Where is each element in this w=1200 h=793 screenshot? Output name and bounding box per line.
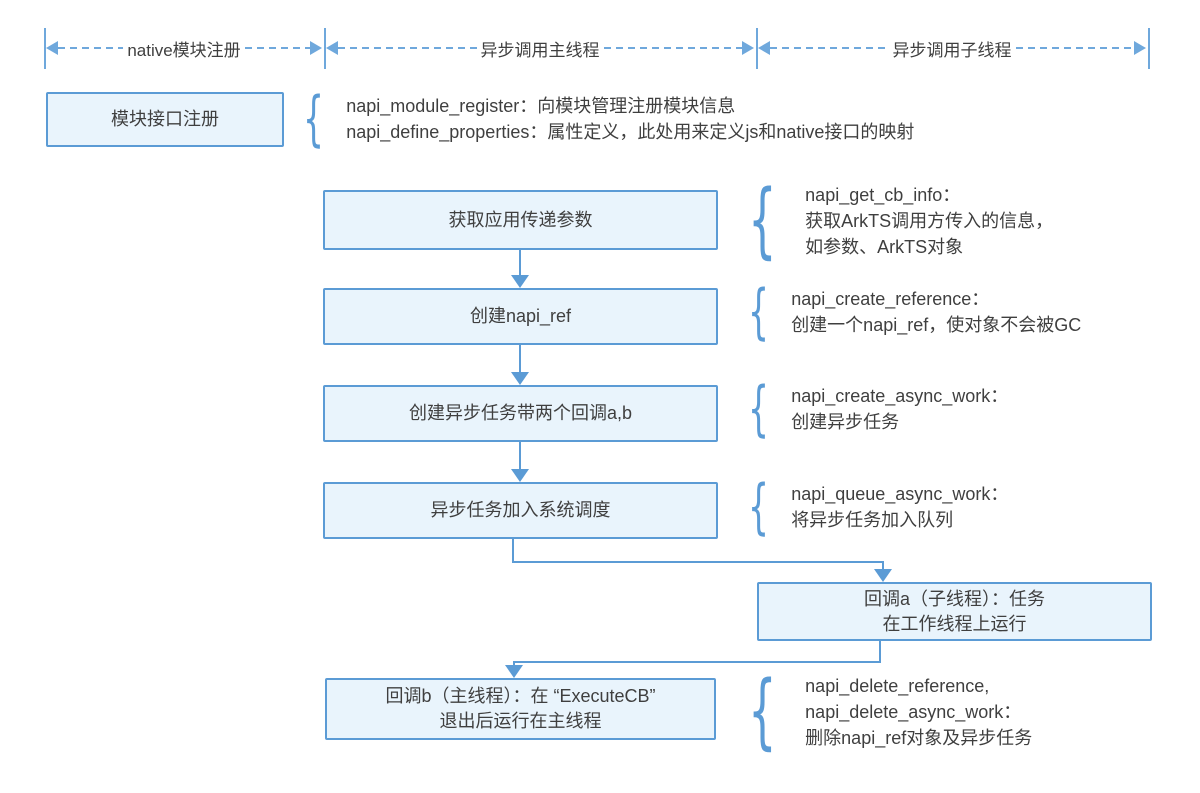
lane-divider [756, 28, 758, 69]
brace-icon: { [748, 374, 770, 444]
box-callback-b-line1: 回调b（主线程）：在 “ExecuteCB” [385, 686, 656, 706]
arrow-down-icon [511, 275, 529, 288]
connector-segment [512, 539, 514, 563]
brace-icon: { [303, 84, 325, 154]
annotation-line: napi_module_register：向模块管理注册模块信息 [346, 96, 736, 116]
flow-arrow-down [511, 250, 529, 288]
annotation-get-cb-info: { napi_get_cb_info： 获取ArkTS调用方传入的信息， 如参数… [748, 173, 1054, 268]
flow-arrow-down [511, 442, 529, 482]
lane-worker-thread: 异步调用子线程 [758, 39, 1146, 60]
lane-native: native模块注册 [46, 39, 322, 60]
annotation-line: napi_delete_async_work： [805, 702, 1022, 722]
annotation-queue-async-work: { napi_queue_async_work： 将异步任务加入队列 [748, 472, 1009, 542]
annotation-line: 创建一个napi_ref，使对象不会被GC [791, 315, 1082, 335]
annotation-line: napi_get_cb_info： [805, 185, 961, 205]
box-queue-async-work: 异步任务加入系统调度 [323, 482, 718, 539]
annotation-line: 创建异步任务 [791, 412, 900, 432]
lane-label: 异步调用子线程 [892, 40, 1012, 60]
annotation-line: 获取ArkTS调用方传入的信息， [805, 211, 1054, 231]
box-callback-a: 回调a（子线程）：任务 在工作线程上运行 [757, 582, 1152, 641]
annotation-create-async-work: { napi_create_async_work： 创建异步任务 [748, 374, 1009, 444]
dashed-line [338, 47, 477, 49]
arrow-left-icon [46, 41, 58, 55]
dashed-line [58, 47, 124, 49]
box-create-napi-ref: 创建napi_ref [323, 288, 718, 345]
box-callback-a-line1: 回调a（子线程）：任务 [863, 588, 1045, 609]
brace-icon: { [748, 664, 777, 759]
annotation-line: napi_define_properties：属性定义，此处用来定义js和nat… [346, 122, 915, 142]
lane-main-thread: 异步调用主线程 [326, 39, 754, 60]
brace-icon: { [748, 277, 770, 347]
arrow-right-icon [310, 41, 322, 55]
dashed-line [1015, 47, 1134, 49]
lane-divider [44, 28, 46, 69]
dashed-line [770, 47, 889, 49]
arrow-down-icon [511, 469, 529, 482]
annotation-delete-work: { napi_delete_reference, napi_delete_asy… [748, 664, 1033, 759]
arrow-stem [519, 442, 521, 469]
arrow-stem [519, 250, 521, 275]
lane-divider [324, 28, 326, 69]
lane-label: native模块注册 [127, 40, 241, 60]
arrow-down-icon [511, 372, 529, 385]
arrow-down-icon [505, 665, 523, 678]
box-create-async-work: 创建异步任务带两个回调a,b [323, 385, 718, 442]
arrow-right-icon [742, 41, 754, 55]
arrow-left-icon [326, 41, 338, 55]
annotation-line: napi_create_async_work： [791, 386, 1009, 406]
lane-divider [1148, 28, 1150, 69]
annotation-module-register: { napi_module_register：向模块管理注册模块信息 napi_… [303, 84, 915, 154]
arrow-stem [519, 345, 521, 372]
arrow-down-icon [874, 569, 892, 582]
connector-segment [882, 561, 884, 570]
box-get-params: 获取应用传递参数 [323, 190, 718, 250]
dashed-line [244, 47, 310, 49]
annotation-create-reference: { napi_create_reference： 创建一个napi_ref，使对… [748, 277, 1082, 347]
flow-arrow-down [511, 345, 529, 385]
annotation-line: 删除napi_ref对象及异步任务 [805, 728, 1033, 748]
connector-segment [513, 661, 881, 663]
connector-segment [879, 641, 881, 663]
lane-label: 异步调用主线程 [480, 40, 600, 60]
annotation-line: napi_delete_reference, [805, 676, 990, 696]
box-module-register: 模块接口注册 [46, 92, 284, 147]
dashed-line [603, 47, 742, 49]
arrow-left-icon [758, 41, 770, 55]
connector-segment [513, 661, 515, 667]
annotation-line: 如参数、ArkTS对象 [805, 237, 964, 257]
box-callback-b: 回调b（主线程）：在 “ExecuteCB” 退出后运行在主线程 [325, 678, 716, 740]
brace-icon: { [748, 472, 770, 542]
brace-icon: { [748, 173, 777, 268]
arrow-right-icon [1134, 41, 1146, 55]
annotation-line: 将异步任务加入队列 [791, 510, 954, 530]
box-callback-a-line2: 在工作线程上运行 [882, 613, 1027, 634]
connector-segment [512, 561, 884, 563]
annotation-line: napi_create_reference： [791, 289, 990, 309]
annotation-line: napi_queue_async_work： [791, 484, 1009, 504]
box-callback-b-line2: 退出后运行在主线程 [439, 711, 602, 731]
